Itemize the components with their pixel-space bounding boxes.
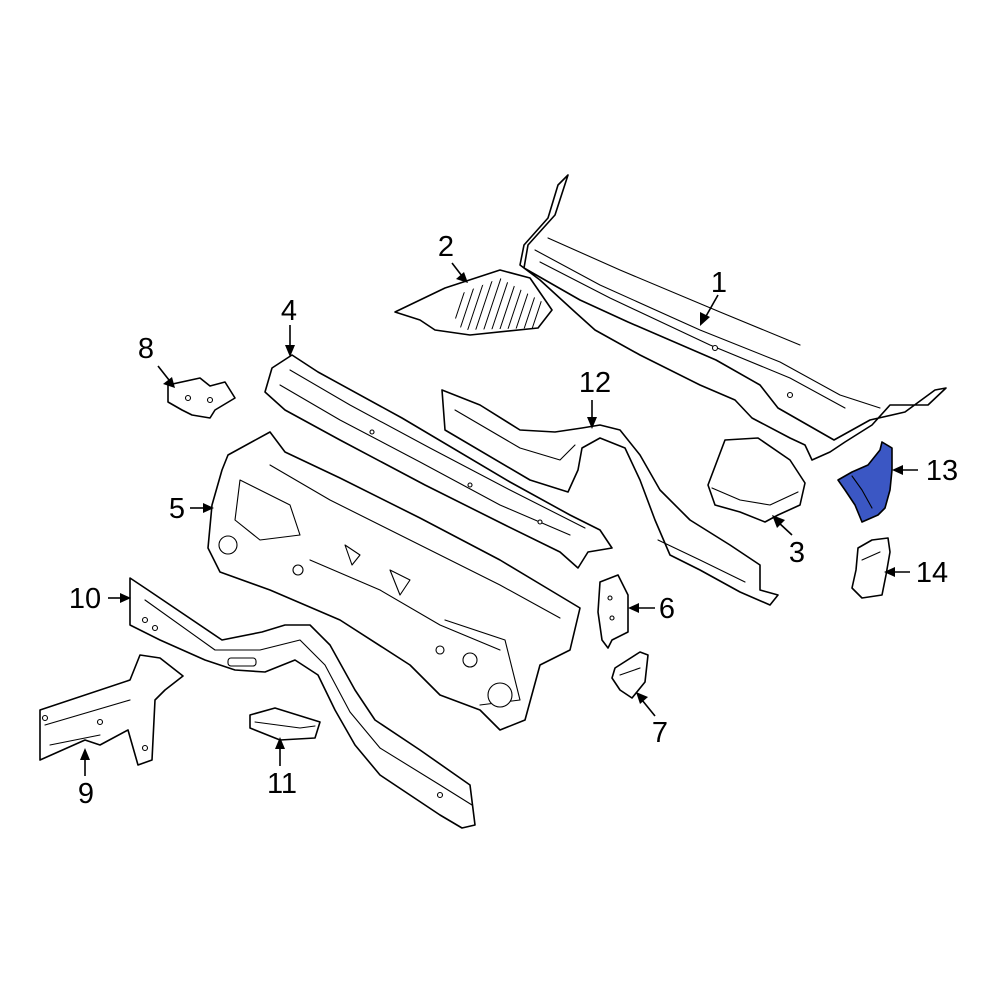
callout-6[interactable]: 6 bbox=[659, 593, 675, 625]
part-1-cowl-panel[interactable] bbox=[519, 174, 947, 461]
part-10-lower-member[interactable] bbox=[129, 577, 476, 829]
callout-5[interactable]: 5 bbox=[169, 493, 185, 525]
part-7-angle-bracket[interactable] bbox=[611, 651, 649, 699]
part-4-cross-member[interactable] bbox=[264, 354, 613, 569]
callout-11[interactable]: 11 bbox=[267, 768, 297, 800]
part-13-bracket-highlighted[interactable] bbox=[837, 441, 893, 523]
part-3-cowl-bracket[interactable] bbox=[707, 437, 806, 523]
callout-1[interactable]: 1 bbox=[711, 267, 727, 299]
callout-9[interactable]: 9 bbox=[78, 778, 94, 810]
leaders bbox=[80, 262, 918, 776]
part-8-bracket[interactable] bbox=[167, 377, 236, 419]
part-2-side-panel[interactable] bbox=[394, 269, 553, 336]
part-5-dash-panel[interactable] bbox=[207, 431, 581, 731]
callout-8[interactable]: 8 bbox=[138, 333, 154, 365]
part-6-bracket[interactable] bbox=[597, 574, 629, 649]
callout-2[interactable]: 2 bbox=[438, 231, 454, 263]
part-9-side-bracket[interactable] bbox=[39, 654, 184, 766]
callout-10[interactable]: 10 bbox=[69, 583, 101, 615]
callout-3[interactable]: 3 bbox=[789, 537, 805, 569]
callout-12[interactable]: 12 bbox=[579, 367, 611, 399]
callout-14[interactable]: 14 bbox=[916, 557, 948, 589]
part-11-block[interactable] bbox=[249, 707, 321, 741]
callout-labels: 1 2 3 4 5 6 7 8 9 10 11 12 13 14 bbox=[69, 231, 958, 810]
part-14-bracket[interactable] bbox=[851, 537, 891, 599]
callout-7[interactable]: 7 bbox=[652, 717, 668, 749]
callout-4[interactable]: 4 bbox=[281, 295, 297, 327]
callout-13[interactable]: 13 bbox=[926, 455, 958, 487]
